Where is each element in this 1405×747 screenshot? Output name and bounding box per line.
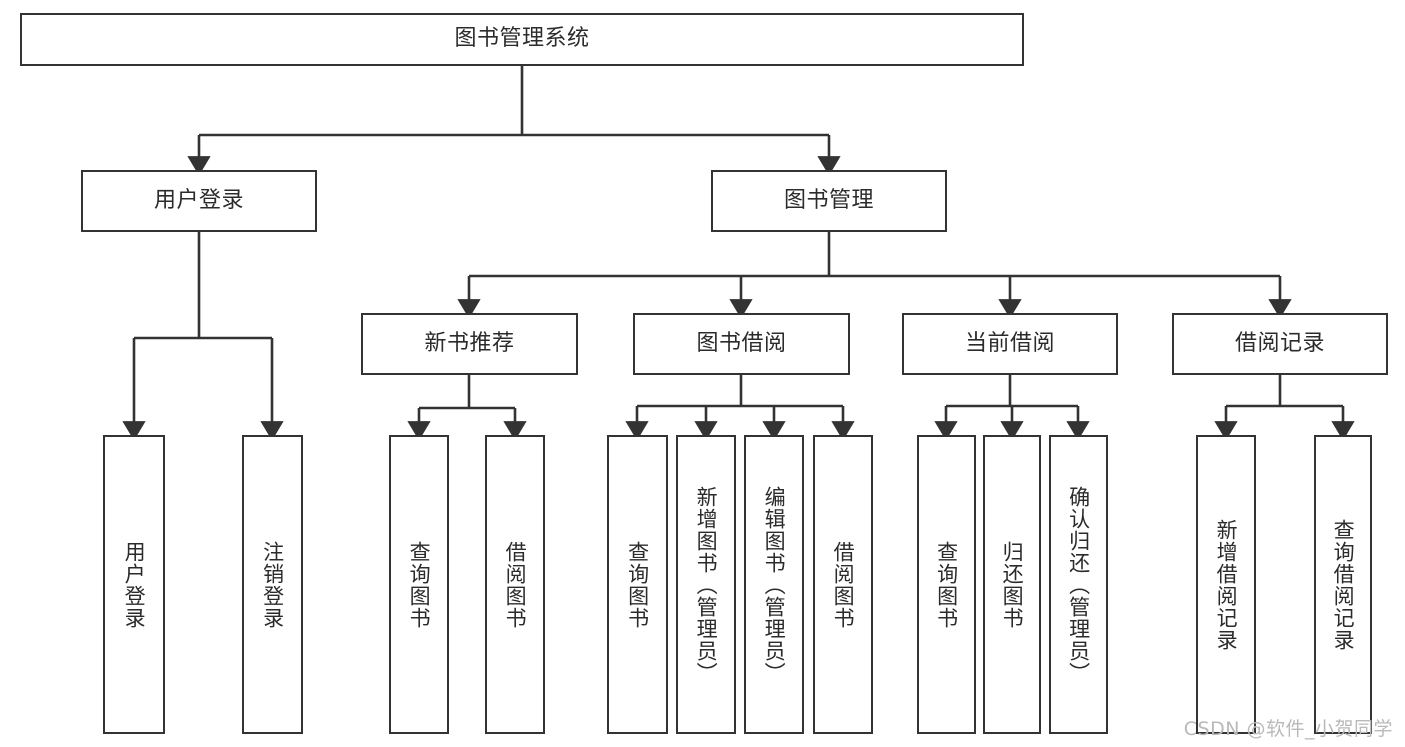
node-leaf-query-book-recommend-label: 查询图书 bbox=[407, 540, 432, 629]
node-leaf-add-book-admin-label: 新增图书（管理员） bbox=[694, 485, 719, 684]
node-leaf-confirm-return-admin-label: 确认归还（管理员） bbox=[1066, 485, 1091, 684]
node-leaf-add-borrow-record-label: 新增借阅记录 bbox=[1214, 518, 1239, 651]
node-leaf-query-borrow-record[interactable]: 查询借阅记录 bbox=[1314, 435, 1372, 734]
node-leaf-query-book-current[interactable]: 查询图书 bbox=[917, 435, 976, 734]
node-leaf-add-borrow-record[interactable]: 新增借阅记录 bbox=[1196, 435, 1256, 734]
node-leaf-borrow-book[interactable]: 借阅图书 bbox=[813, 435, 873, 734]
node-leaf-query-borrow-record-label: 查询借阅记录 bbox=[1331, 518, 1356, 651]
node-borrow-record[interactable]: 借阅记录 bbox=[1172, 313, 1388, 375]
node-leaf-edit-book-admin[interactable]: 编辑图书（管理员） bbox=[744, 435, 804, 734]
node-book-borrow[interactable]: 图书借阅 bbox=[633, 313, 850, 375]
node-user-login-label: 用户登录 bbox=[153, 187, 244, 213]
node-borrow-record-label: 借阅记录 bbox=[1234, 330, 1325, 356]
node-leaf-user-login[interactable]: 用户登录 bbox=[103, 435, 165, 734]
node-leaf-borrow-book-recommend-label: 借阅图书 bbox=[503, 540, 528, 629]
node-leaf-query-book-label: 查询图书 bbox=[625, 540, 650, 629]
node-leaf-borrow-book-label: 借阅图书 bbox=[831, 540, 856, 629]
node-new-book-recommend[interactable]: 新书推荐 bbox=[361, 313, 578, 375]
node-leaf-return-book-label: 归还图书 bbox=[1000, 540, 1025, 629]
node-current-borrow[interactable]: 当前借阅 bbox=[902, 313, 1118, 375]
node-leaf-return-book[interactable]: 归还图书 bbox=[983, 435, 1041, 734]
node-root-label: 图书管理系统 bbox=[454, 26, 590, 52]
node-leaf-query-book-recommend[interactable]: 查询图书 bbox=[389, 435, 449, 734]
node-leaf-logout[interactable]: 注销登录 bbox=[242, 435, 303, 734]
node-new-book-recommend-label: 新书推荐 bbox=[424, 330, 515, 356]
node-book-management-label: 图书管理 bbox=[783, 187, 874, 213]
node-leaf-query-book-current-label: 查询图书 bbox=[934, 540, 959, 629]
node-leaf-borrow-book-recommend[interactable]: 借阅图书 bbox=[485, 435, 545, 734]
node-root[interactable]: 图书管理系统 bbox=[20, 13, 1024, 66]
node-book-borrow-label: 图书借阅 bbox=[696, 330, 787, 356]
node-user-login[interactable]: 用户登录 bbox=[81, 170, 317, 232]
node-leaf-query-book[interactable]: 查询图书 bbox=[607, 435, 668, 734]
node-leaf-edit-book-admin-label: 编辑图书（管理员） bbox=[762, 485, 787, 684]
node-leaf-logout-label: 注销登录 bbox=[260, 540, 285, 629]
node-leaf-confirm-return-admin[interactable]: 确认归还（管理员） bbox=[1049, 435, 1108, 734]
node-leaf-add-book-admin[interactable]: 新增图书（管理员） bbox=[676, 435, 736, 734]
node-current-borrow-label: 当前借阅 bbox=[964, 330, 1055, 356]
node-leaf-user-login-label: 用户登录 bbox=[122, 540, 147, 629]
node-book-management[interactable]: 图书管理 bbox=[711, 170, 947, 232]
